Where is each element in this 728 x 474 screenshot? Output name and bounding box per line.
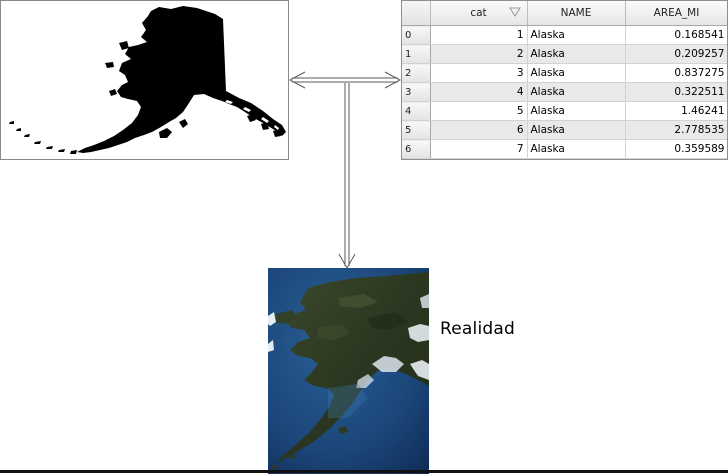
double-headed-arrow-icon — [288, 71, 402, 89]
cell-name[interactable]: Alaska — [527, 63, 626, 83]
table-row[interactable]: 4 5 Alaska 1.46241 — [402, 101, 727, 121]
satellite-alaska-image — [268, 268, 429, 474]
vector-map-panel — [0, 0, 289, 160]
cell-cat[interactable]: 2 — [430, 44, 528, 64]
cell-area-mi[interactable]: 0.359589 — [625, 139, 727, 159]
cell-area-mi[interactable]: 0.837275 — [625, 63, 727, 83]
column-header-name[interactable]: NAME — [527, 1, 626, 26]
cell-name[interactable]: Alaska — [527, 120, 626, 140]
attribute-table: cat NAME AREA_MI 0 1 — [402, 1, 727, 159]
alaska-vector-polygon — [9, 6, 286, 154]
cell-area-mi[interactable]: 1.46241 — [625, 101, 727, 121]
cell-area-mi[interactable]: 0.168541 — [625, 25, 727, 45]
cell-cat[interactable]: 7 — [430, 139, 528, 159]
attribute-table-panel: cat NAME AREA_MI 0 1 — [401, 0, 728, 160]
cell-cat[interactable]: 3 — [430, 63, 528, 83]
sort-descending-icon[interactable] — [508, 6, 521, 18]
row-index[interactable]: 4 — [402, 101, 431, 121]
table-row[interactable]: 1 2 Alaska 0.209257 — [402, 44, 727, 64]
cell-area-mi[interactable]: 0.322511 — [625, 82, 727, 102]
table-row[interactable]: 3 4 Alaska 0.322511 — [402, 82, 727, 102]
cell-cat[interactable]: 5 — [430, 101, 528, 121]
down-arrow-icon — [338, 83, 356, 270]
cell-cat[interactable]: 1 — [430, 25, 528, 45]
row-index[interactable]: 0 — [402, 25, 431, 45]
table-corner-cell[interactable] — [402, 1, 431, 26]
column-header-label: NAME — [560, 7, 592, 19]
cell-name[interactable]: Alaska — [527, 25, 626, 45]
row-index[interactable]: 3 — [402, 82, 431, 102]
cell-name[interactable]: Alaska — [527, 44, 626, 64]
row-index[interactable]: 6 — [402, 139, 431, 159]
bottom-divider — [0, 470, 728, 473]
cell-area-mi[interactable]: 2.778535 — [625, 120, 727, 140]
reality-label: Realidad — [440, 319, 515, 339]
satellite-image — [268, 268, 429, 474]
column-header-cat[interactable]: cat — [430, 1, 528, 26]
row-index[interactable]: 2 — [402, 63, 431, 83]
cell-name[interactable]: Alaska — [527, 139, 626, 159]
table-row[interactable]: 6 7 Alaska 0.359589 — [402, 139, 727, 159]
row-index[interactable]: 5 — [402, 120, 431, 140]
row-index[interactable]: 1 — [402, 44, 431, 64]
cell-name[interactable]: Alaska — [527, 82, 626, 102]
column-header-area-mi[interactable]: AREA_MI — [625, 1, 727, 26]
cell-area-mi[interactable]: 0.209257 — [625, 44, 727, 64]
cell-cat[interactable]: 6 — [430, 120, 528, 140]
table-row[interactable]: 2 3 Alaska 0.837275 — [402, 63, 727, 83]
cell-cat[interactable]: 4 — [430, 82, 528, 102]
cell-name[interactable]: Alaska — [527, 101, 626, 121]
column-header-label: AREA_MI — [653, 7, 700, 19]
table-row[interactable]: 5 6 Alaska 2.778535 — [402, 120, 727, 140]
column-header-label: cat — [470, 7, 487, 19]
table-row[interactable]: 0 1 Alaska 0.168541 — [402, 25, 727, 45]
